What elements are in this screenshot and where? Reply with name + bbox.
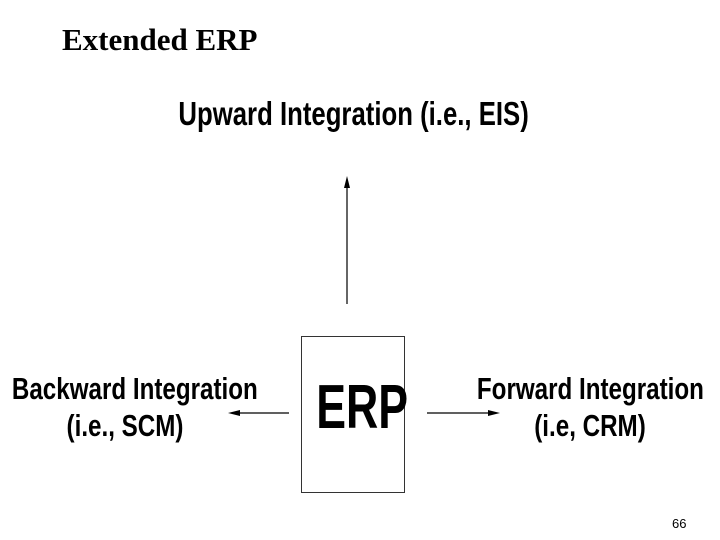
upward-integration-label: Upward Integration (i.e., EIS) — [178, 94, 529, 134]
erp-label: ERP — [316, 373, 409, 442]
forward-integration-line2: (i.e, CRM) — [534, 408, 646, 444]
upward-integration-text: Upward Integration (i.e., EIS) — [178, 95, 529, 132]
arrow-up — [344, 176, 350, 304]
backward-integration-line2: (i.e., SCM) — [66, 408, 184, 444]
forward-integration-label: Forward Integration (i.e, CRM) — [476, 370, 704, 444]
slide-title: Extended ERP — [62, 22, 258, 57]
erp-box: ERP — [301, 336, 409, 493]
backward-integration-line1: Backward Integration — [11, 371, 258, 406]
page-number: 66 — [672, 516, 687, 531]
forward-integration-line1: Forward Integration — [476, 371, 704, 406]
arrow-right — [427, 410, 500, 416]
arrow-left — [228, 410, 289, 416]
backward-integration-label: Backward Integration (i.e., SCM) — [11, 370, 258, 444]
